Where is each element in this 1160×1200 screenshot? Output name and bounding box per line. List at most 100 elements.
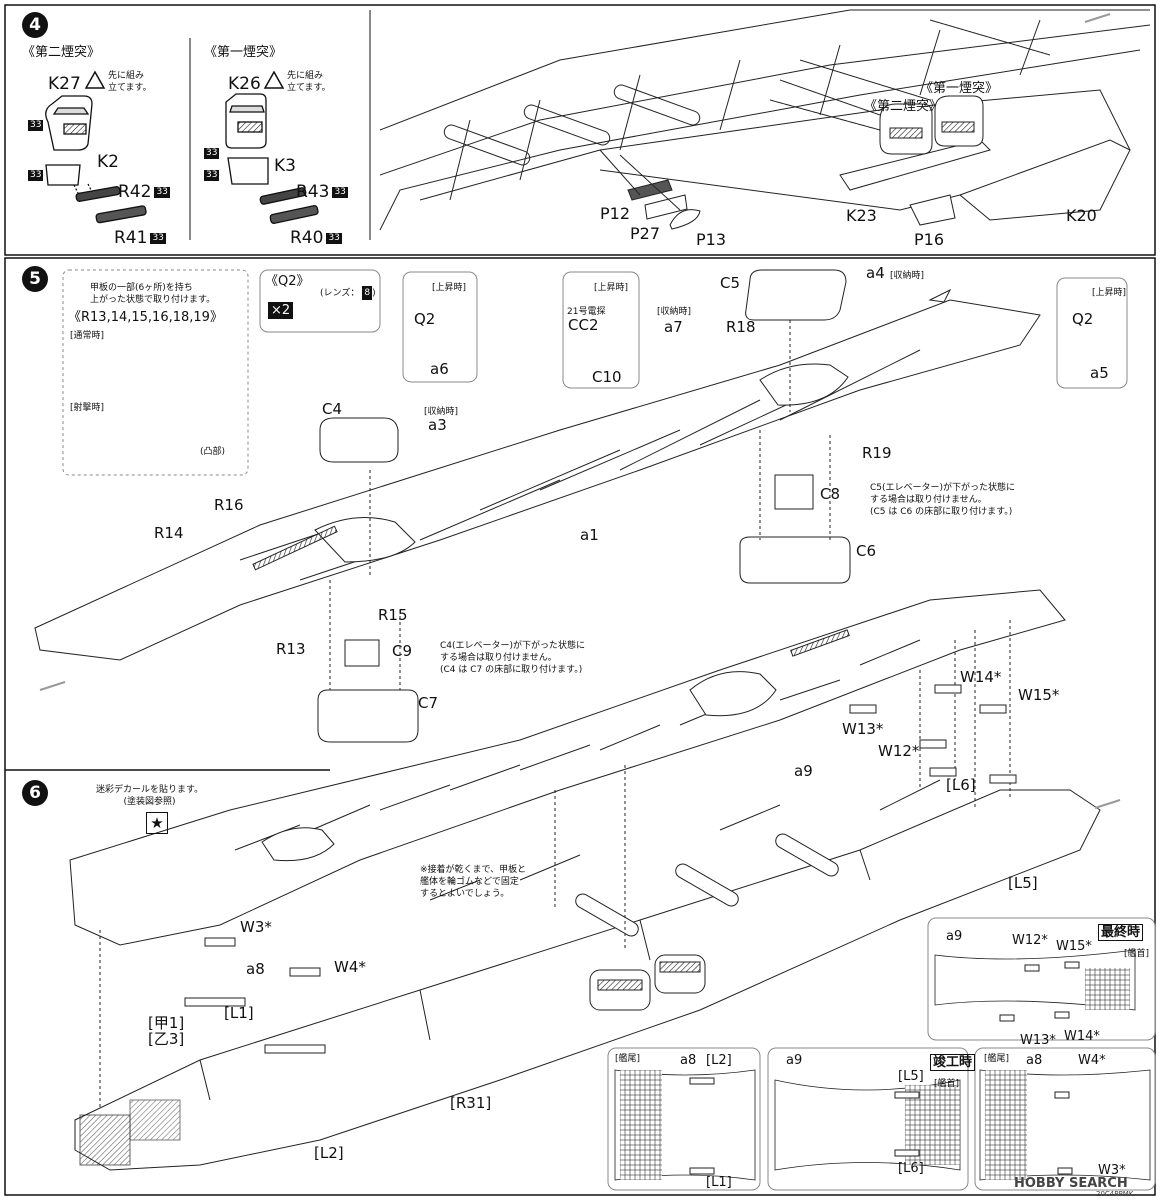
inset2-a9: a9: [786, 1053, 803, 1068]
firing-state-label: [射撃時]: [70, 403, 105, 413]
part-P27: P27: [630, 224, 661, 243]
part-R13: R13: [276, 640, 306, 658]
part-number-badge: 33: [154, 186, 170, 198]
completion-label: 竣工時: [930, 1054, 976, 1071]
part-L2: [L2]: [314, 1144, 344, 1162]
part-R43-label: R43: [296, 182, 330, 202]
part-R14: R14: [154, 524, 184, 542]
part-K2: K2: [97, 152, 119, 172]
part-K27: K27: [48, 74, 81, 94]
inset-final-W14: W14*: [1064, 1029, 1100, 1044]
flight-deck-upper: [34, 288, 1041, 661]
part-W14: W14*: [960, 668, 1002, 686]
inset-final-a9: a9: [946, 929, 963, 944]
star-icon: ★: [146, 812, 168, 834]
q2-title: 《Q2》: [265, 274, 310, 289]
step-number-4: 4: [22, 12, 48, 38]
hull-step6: [74, 779, 1101, 1171]
part-number-badge: 33: [150, 232, 166, 244]
inset1-L2: [L2]: [706, 1053, 732, 1068]
part-K23: K23: [846, 206, 877, 225]
part-CC2: CC2: [568, 316, 599, 334]
part-a7: a7: [664, 318, 683, 336]
part-R31: [R31]: [450, 1094, 492, 1112]
part-W13: W13*: [842, 720, 884, 738]
raised-deck-note: 甲板の一部(6ヶ所)を持ち 上がった状態で取り付けます。: [90, 283, 216, 305]
direction-arrows: [39, 13, 1121, 809]
k26-note: 先に組み 立てます。: [287, 71, 331, 93]
part-R42-label: R42: [118, 182, 152, 202]
part-R18: R18: [726, 318, 756, 336]
part-P13: P13: [696, 230, 727, 249]
badge-33: 33: [204, 170, 220, 181]
glue-note: ※接着が乾くまで、甲板と 艦体を輪ゴムなどで固定 するとよいでしょう。: [420, 865, 527, 899]
inset-deck-plans: [614, 949, 1151, 1181]
inset3-W4: W4*: [1078, 1053, 1106, 1068]
part-a4: a4: [866, 264, 885, 282]
part-a3: a3: [428, 416, 447, 434]
stowed-label-a3: [収納時]: [424, 407, 459, 417]
panel-frames: [4, 4, 1156, 1196]
part-L1: [L1]: [224, 1004, 254, 1022]
inset2-L5: [L5]: [898, 1069, 924, 1084]
part-P16: P16: [914, 230, 945, 249]
decal-note: 迷彩デカールを貼ります。 (塗装図参照): [96, 785, 204, 807]
inset-final-W13: W13*: [1020, 1033, 1056, 1048]
funnel-assembly-1: [225, 93, 319, 224]
q2-lens-num: 8: [362, 286, 373, 300]
part-Q2-b: Q2: [1072, 310, 1094, 328]
part-C9: C9: [392, 642, 413, 660]
part-W15: W15*: [1018, 686, 1060, 704]
part-number-badge: 33: [326, 232, 342, 244]
step5-inset-boxes: [62, 269, 1128, 476]
part-C7: C7: [418, 694, 439, 712]
part-C4: C4: [322, 400, 343, 418]
part-a8: a8: [246, 960, 265, 978]
funnel-1-title: 《第一煙突》: [204, 45, 283, 60]
hull-frame-step4: [379, 9, 1151, 231]
part-O3: [乙3]: [148, 1030, 185, 1048]
funnel-1-main: 《第一煙突》: [920, 81, 999, 96]
part-K3: K3: [274, 156, 296, 176]
inset3-W3: W3*: [1098, 1163, 1126, 1178]
watermark-brand: HOBBY SEARCH: [1014, 1176, 1128, 1191]
step-number-5: 5: [22, 266, 48, 292]
part-a5: a5: [1090, 364, 1109, 382]
c4-note: C4(エレベーター)が下がった状態に する場合は取り付けません。 (C4 は C…: [440, 641, 586, 675]
inset-parts: [689, 961, 1080, 1175]
part-number-badge-1: 33: [28, 118, 44, 133]
badge-33: 33: [204, 148, 220, 159]
stern-label-1: [艦尾]: [615, 1054, 641, 1064]
part-C6: C6: [856, 542, 877, 560]
badge-33: 33: [28, 170, 44, 181]
inset3-a8: a8: [1026, 1053, 1043, 1068]
elevator-c5: [739, 269, 851, 584]
part-L6: [L6]: [946, 776, 976, 794]
raised-deck-parts: 《R13,14,15,16,18,19》: [68, 310, 223, 325]
part-R40-label: R40: [290, 228, 324, 248]
part-a6: a6: [430, 360, 449, 378]
part-number-badge-3: 33: [204, 146, 220, 161]
support-pieces: [184, 684, 1017, 1054]
k27-note: 先に組み 立てます。: [108, 71, 152, 93]
part-R16: R16: [214, 496, 244, 514]
part-K1: [甲1]: [148, 1014, 185, 1032]
part-K20: K20: [1066, 206, 1097, 225]
part-K26: K26: [228, 74, 261, 94]
raised-label-3: [上昇時]: [1092, 288, 1127, 298]
part-R15: R15: [378, 606, 408, 624]
part-number-badge-4: 33: [204, 168, 220, 183]
stowed-label-a4: [収納時]: [890, 271, 925, 281]
q2-times: ×2: [268, 302, 294, 319]
funnel-2-main: 《第二煙突》: [864, 99, 943, 114]
watermark-code: 20C4PPMK: [1096, 1190, 1134, 1198]
funnel-2-title: 《第二煙突》: [22, 45, 101, 60]
final-label: 最終時: [1098, 924, 1144, 941]
badge-33: 33: [28, 120, 44, 131]
part-W12: W12*: [878, 742, 920, 760]
stowed-label-a7: [収納時]: [657, 307, 692, 317]
c5-note: C5(エレベーター)が下がった状態に する場合は取り付けません。 (C5 は C…: [870, 483, 1016, 517]
part-C10: C10: [592, 368, 622, 386]
